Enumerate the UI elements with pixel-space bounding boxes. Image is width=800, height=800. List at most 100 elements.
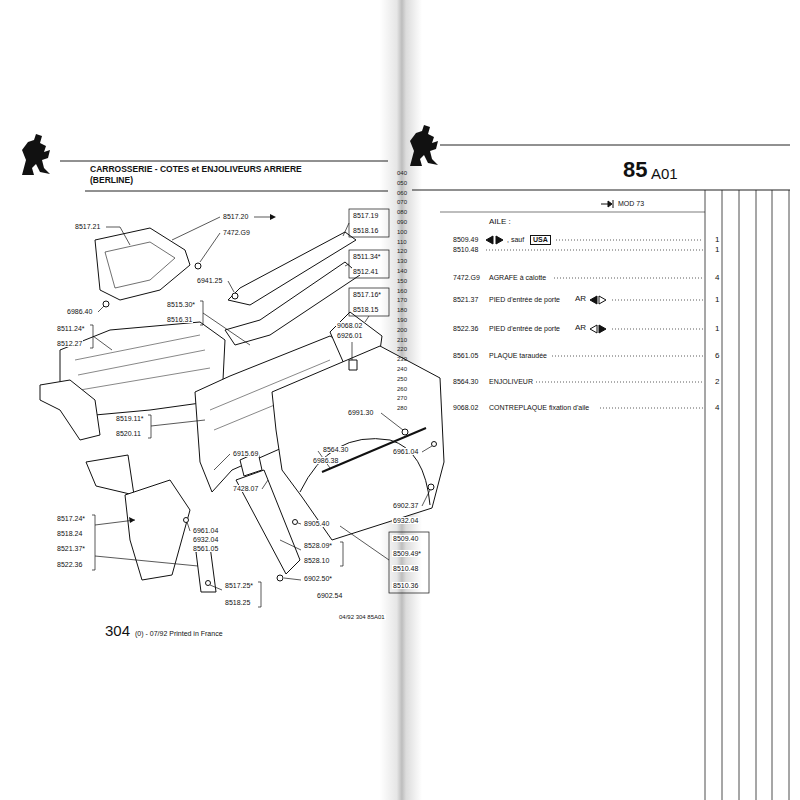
callout-number: 8517.21 (74, 223, 101, 230)
scale-number: 130 (397, 258, 407, 264)
leader-lines (352, 342, 353, 360)
scale-number: 100 (397, 229, 407, 235)
callout-number: 6902.54 (316, 592, 343, 599)
table-cell: 85 (622, 158, 648, 181)
body-panels (40, 228, 444, 592)
leader-lines (340, 526, 389, 560)
leader-lines (284, 578, 301, 580)
table-symbols (496, 236, 503, 244)
callout-number: 8518.24 (56, 530, 83, 537)
callout-number: 6991.30 (347, 409, 374, 416)
body-panels (195, 263, 201, 269)
leader-lines (214, 454, 230, 470)
leader-lines (365, 316, 369, 322)
page-rules (85, 191, 388, 192)
footer-text: 304 (104, 623, 131, 639)
dot-leaders (552, 356, 703, 357)
callout-number: 8521.37* (56, 545, 86, 552)
table-cell: MOD 73 (617, 200, 645, 207)
scale-number: 210 (397, 337, 407, 343)
callout-number: 8522.36 (56, 561, 83, 568)
callout-number: 6986.40 (66, 308, 93, 315)
body-panels (272, 346, 444, 540)
peugeot-lion (22, 134, 50, 175)
page-rules (722, 190, 723, 800)
scale-number: 070 (397, 199, 407, 205)
callout-number: 8510.48 (392, 565, 419, 572)
page-title: CARROSSERIE - COTES et ENJOLIVEURS ARRIE… (90, 164, 330, 185)
leader-lines (349, 288, 389, 316)
callout-number: 6932.04 (392, 517, 419, 524)
scale-number: 160 (397, 288, 407, 294)
callout-number: 8520.11 (115, 430, 142, 437)
table-symbols (486, 200, 613, 333)
footer-text: (0) - 07/92 Printed in France (134, 630, 224, 637)
table-cell: 4 (714, 404, 720, 412)
table-cell: 8522.36 (452, 325, 479, 332)
arrow-heads (270, 214, 276, 220)
table-cell: 1 (714, 325, 720, 333)
page-rules (756, 190, 757, 800)
table-cell: AILE : (488, 218, 512, 226)
body-panels (300, 439, 430, 505)
dot-leaders (536, 382, 703, 383)
scale-number: 140 (397, 268, 407, 274)
page-rules (412, 189, 790, 190)
scale-number: 260 (397, 386, 407, 392)
table-cell: 1 (714, 246, 720, 254)
callout-number: 8518.16 (352, 227, 379, 234)
table-cell: 9068.02 (452, 404, 479, 411)
table-cell: PIED d'entrée de porte (488, 296, 561, 303)
table-cell: 8561.05 (452, 352, 479, 359)
body-panels (105, 242, 175, 288)
leader-lines (90, 325, 112, 350)
table-symbols (486, 236, 493, 244)
body-panels (428, 484, 434, 490)
scale-number: 180 (397, 307, 407, 313)
table-cell: 1 (714, 296, 720, 304)
callout-number: 6902.50* (303, 575, 333, 582)
scale-number: 060 (397, 190, 407, 196)
body-panels (322, 428, 426, 472)
callout-number: 6915.69 (232, 450, 259, 457)
callout-number: 8528.09* (303, 542, 333, 549)
callout-number: 6926.01 (336, 332, 363, 339)
table-cell: ENJOLIVEUR (488, 378, 534, 385)
leader-lines (298, 523, 301, 524)
dot-leaders (556, 240, 703, 241)
callout-number: 8561.05 (192, 545, 219, 552)
leader-lines (343, 223, 349, 236)
leader-lines (280, 540, 343, 566)
peugeot-lion (410, 125, 438, 166)
page-rules (789, 190, 790, 800)
leader-lines (254, 217, 270, 218)
dot-leaders (554, 278, 703, 279)
leader-lines (389, 532, 429, 593)
scale-number: 120 (397, 248, 407, 254)
page-rules (60, 161, 388, 162)
leader-lines (200, 301, 250, 345)
scale-number: 230 (397, 356, 407, 362)
scale-number: 200 (397, 327, 407, 333)
table-cell: A01 (650, 166, 679, 182)
leader-lines (262, 480, 268, 489)
table-cell: 8509.49 (452, 236, 479, 243)
page-rules (60, 145, 790, 800)
leader-lines (106, 227, 130, 245)
leader-lines (228, 281, 234, 292)
callout-number: 8509.40 (392, 535, 419, 542)
scale-number: 250 (397, 376, 407, 382)
table-cell: PIED d'entrée de porte (488, 325, 561, 332)
callout-number: 8528.10 (303, 557, 330, 564)
arrow-heads (129, 214, 276, 523)
callout-number: 8905.40 (303, 520, 330, 527)
leader-lines (381, 413, 403, 430)
dot-leaders (612, 300, 703, 301)
dot-leaders (486, 240, 703, 408)
callout-number: 6961.04 (192, 527, 219, 534)
body-panels (40, 380, 100, 440)
leader-lines (98, 306, 104, 312)
table-cell: 2 (714, 378, 720, 386)
leader-lines (200, 233, 220, 262)
callout-number: 9068.02 (336, 322, 363, 329)
